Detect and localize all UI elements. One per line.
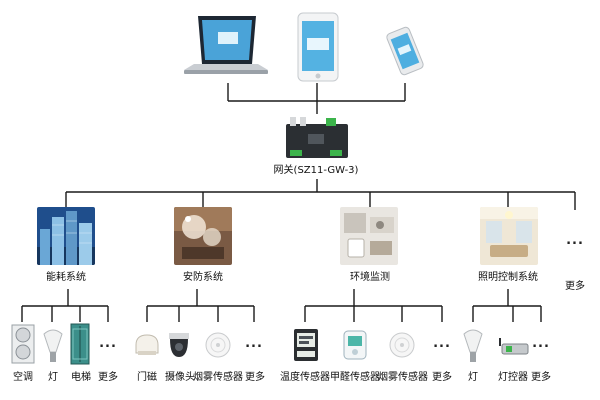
smoke-sensor-icon	[205, 331, 231, 359]
device-label: 电梯	[71, 372, 91, 383]
device-more-dots-4: ...	[532, 336, 550, 351]
device-label: 更多	[531, 372, 551, 383]
subsystem-label-security: 安防系统	[183, 272, 223, 283]
device-label: 温度传感器	[280, 372, 330, 383]
device-label: 灯	[468, 372, 478, 383]
subsystem-image-environment	[340, 207, 398, 265]
gateway-device-icon	[282, 114, 352, 162]
device-label: 甲醛传感器	[330, 372, 380, 383]
light-controller-icon	[496, 336, 532, 358]
device-more-dots-3: ...	[433, 336, 451, 351]
device-more-dots-1: ...	[99, 336, 117, 351]
tablet-icon	[296, 12, 340, 82]
more-subsystems-label: 更多	[565, 281, 585, 292]
dome-camera-icon	[167, 331, 191, 359]
device-label: 门磁	[137, 372, 157, 383]
device-label: 更多	[98, 372, 118, 383]
device-more-dots-2: ...	[245, 336, 263, 351]
laptop-icon	[180, 14, 272, 80]
subsystem-image-security	[174, 207, 232, 265]
gateway-label: 网关(SZ11-GW-3)	[273, 165, 359, 176]
subsystem-label-environment: 环境监测	[350, 272, 390, 283]
phone-icon	[382, 26, 428, 76]
device-label: 灯控器	[498, 372, 528, 383]
device-label: 更多	[432, 372, 452, 383]
subsystem-image-energy	[37, 207, 95, 265]
subsystem-label-energy: 能耗系统	[46, 272, 86, 283]
device-label: 烟雾传感器	[193, 372, 243, 383]
smoke-sensor-icon	[389, 331, 415, 359]
thermometer-display-icon	[293, 328, 319, 362]
device-label: 空调	[13, 372, 33, 383]
bulb-icon	[462, 324, 484, 364]
formaldehyde-sensor-icon	[342, 329, 368, 361]
elevator-icon	[70, 323, 90, 365]
air-conditioner-icon	[10, 323, 36, 365]
subsystem-label-lighting: 照明控制系统	[478, 272, 538, 283]
more-subsystems-dots: ...	[566, 233, 584, 248]
subsystem-image-lighting	[480, 207, 538, 265]
device-label: 烟雾传感器	[378, 372, 428, 383]
door-sensor-icon	[134, 333, 160, 357]
bulb-icon	[42, 324, 64, 364]
device-label: 摄像头	[165, 372, 195, 383]
device-label: 灯	[48, 372, 58, 383]
device-label: 更多	[245, 372, 265, 383]
